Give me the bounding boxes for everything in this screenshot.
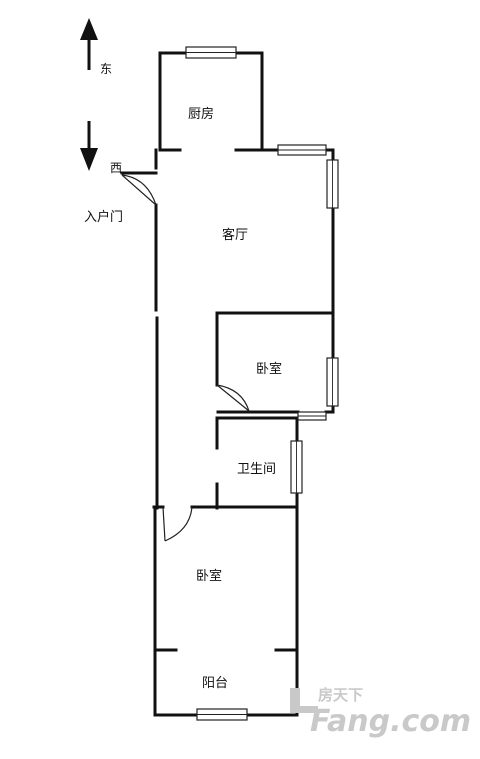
south-arrow-icon — [80, 121, 98, 171]
living-window-right — [326, 159, 339, 209]
bedroom-lower-door — [162, 506, 193, 542]
watermark-brand-cn: 房天下 — [318, 686, 363, 704]
room-label-bedroom-lower: 卧室 — [196, 568, 222, 584]
bedroom-upper-window-bottom — [297, 411, 327, 421]
room-label-bathroom: 卫生间 — [237, 462, 276, 477]
room-label-bedroom-upper: 卧室 — [256, 361, 282, 377]
bedroom-upper-door — [216, 384, 250, 412]
watermark: 房天下 Fang.com — [290, 686, 471, 739]
kitchen-window — [185, 46, 237, 59]
room-labels: 厨房 客厅 卧室 卫生间 卧室 阳台 — [188, 106, 282, 691]
compass-east-label: 东 — [100, 62, 112, 76]
watermark-logo-icon — [290, 688, 318, 713]
doors — [121, 174, 250, 542]
room-label-balcony: 阳台 — [202, 676, 228, 691]
living-window-top — [277, 144, 327, 156]
north-arrow-icon — [80, 18, 98, 70]
entrance-door — [121, 174, 157, 206]
bedroom-upper-window-right — [326, 357, 339, 407]
bathroom-window — [290, 440, 303, 494]
compass: 东 西 — [80, 18, 122, 175]
room-label-living-room: 客厅 — [222, 227, 248, 243]
watermark-brand-en: Fang.com — [310, 704, 471, 739]
walls — [120, 51, 335, 717]
room-label-kitchen: 厨房 — [188, 106, 214, 122]
balcony-window — [196, 708, 248, 721]
entrance-door-label: 入户门 — [84, 209, 123, 225]
compass-west-label: 西 — [110, 161, 122, 175]
windows — [185, 46, 339, 721]
